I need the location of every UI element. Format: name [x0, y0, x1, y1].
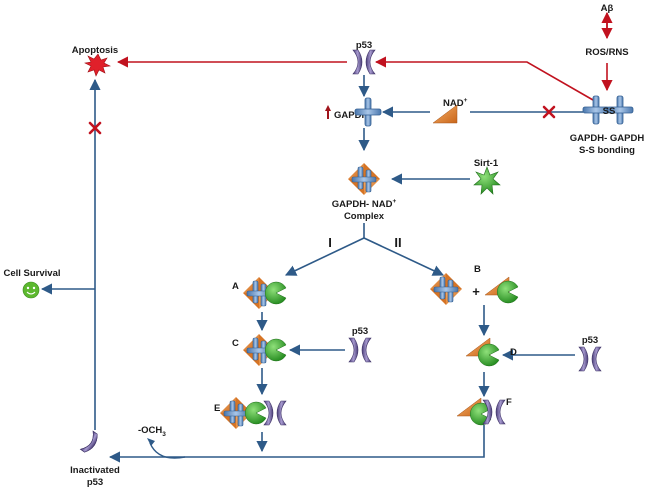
p53-icon [348, 337, 372, 363]
gapdh-dimer-label: GAPDH- GAPDH [570, 133, 645, 144]
gapdh-label: GAPDH [334, 110, 368, 121]
ss-bonding-label: S-S bonding [579, 145, 635, 156]
complex-b-icon [429, 272, 463, 306]
arrow-f-to-inactivated-p53 [108, 425, 485, 463]
ros-rns-label: ROS/RNS [585, 47, 628, 58]
gapdh-nad-complex-icon [347, 162, 381, 196]
complex-text: GAPDH- NAD [332, 199, 393, 210]
sirt1-nad-icon [477, 343, 500, 367]
step-e-label: E [214, 403, 220, 414]
nad-superscript: + [464, 97, 468, 104]
smiley-icon [22, 281, 40, 299]
pathway-arrows [40, 75, 583, 463]
complex-superscript: + [392, 198, 396, 205]
nad-label: NAD+ [443, 97, 468, 109]
p53-icon [578, 346, 602, 372]
path-one-label: I [328, 235, 332, 250]
p53-mid-label: p53 [352, 326, 368, 337]
cell-survival-label: Cell Survival [3, 268, 60, 279]
step-f-label: F [506, 397, 512, 408]
och3-subscript: 3 [162, 431, 166, 438]
sirt1-star-icon [473, 166, 501, 195]
inactivated-p53-icon [79, 430, 98, 453]
sirt1-label: Sirt-1 [474, 158, 499, 169]
p53-icon [352, 49, 376, 75]
arrow-dimer-to-p53 [374, 56, 594, 101]
och3-arrowhead [147, 438, 155, 446]
step-d-label: D [510, 347, 517, 358]
complex-label: GAPDH- NAD+ [332, 198, 397, 210]
och3-text: -OCH [138, 425, 162, 436]
step-b-label: B [474, 264, 481, 275]
sirt1-free-icon [496, 280, 519, 304]
step-a-label: A [232, 281, 239, 292]
upregulation-arrowhead [325, 105, 331, 111]
inactivated-p53-label: p53 [87, 477, 103, 488]
ros-arrows [116, 11, 613, 101]
apoptosis-label: Apoptosis [72, 45, 118, 56]
nad-text: NAD [443, 98, 464, 109]
p53-top-label: p53 [356, 40, 372, 51]
och3-curve [149, 442, 186, 459]
p53-bound-icon [482, 399, 506, 425]
p53-bound-icon [263, 400, 287, 426]
gapdh-icon [354, 97, 382, 127]
abeta-label: Aβ [601, 3, 614, 14]
p53-right-label: p53 [582, 335, 598, 346]
arrow-branch-two [363, 237, 445, 276]
complex-label-line2: Complex [344, 211, 385, 222]
plus-sign: + [472, 284, 480, 299]
apoptosis-burst-icon [84, 53, 111, 77]
sirt1-bound-icon [264, 281, 287, 305]
step-c-label: C [232, 338, 239, 349]
och3-label: -OCH3 [138, 425, 166, 438]
inactivated-label: Inactivated [70, 465, 120, 476]
arrow-branch-one [284, 237, 365, 276]
sirt1-bound-icon [244, 401, 267, 425]
path-two-label: II [394, 235, 401, 250]
sirt1-bound-icon [264, 338, 287, 362]
ss-bond-label: SS [603, 106, 616, 117]
